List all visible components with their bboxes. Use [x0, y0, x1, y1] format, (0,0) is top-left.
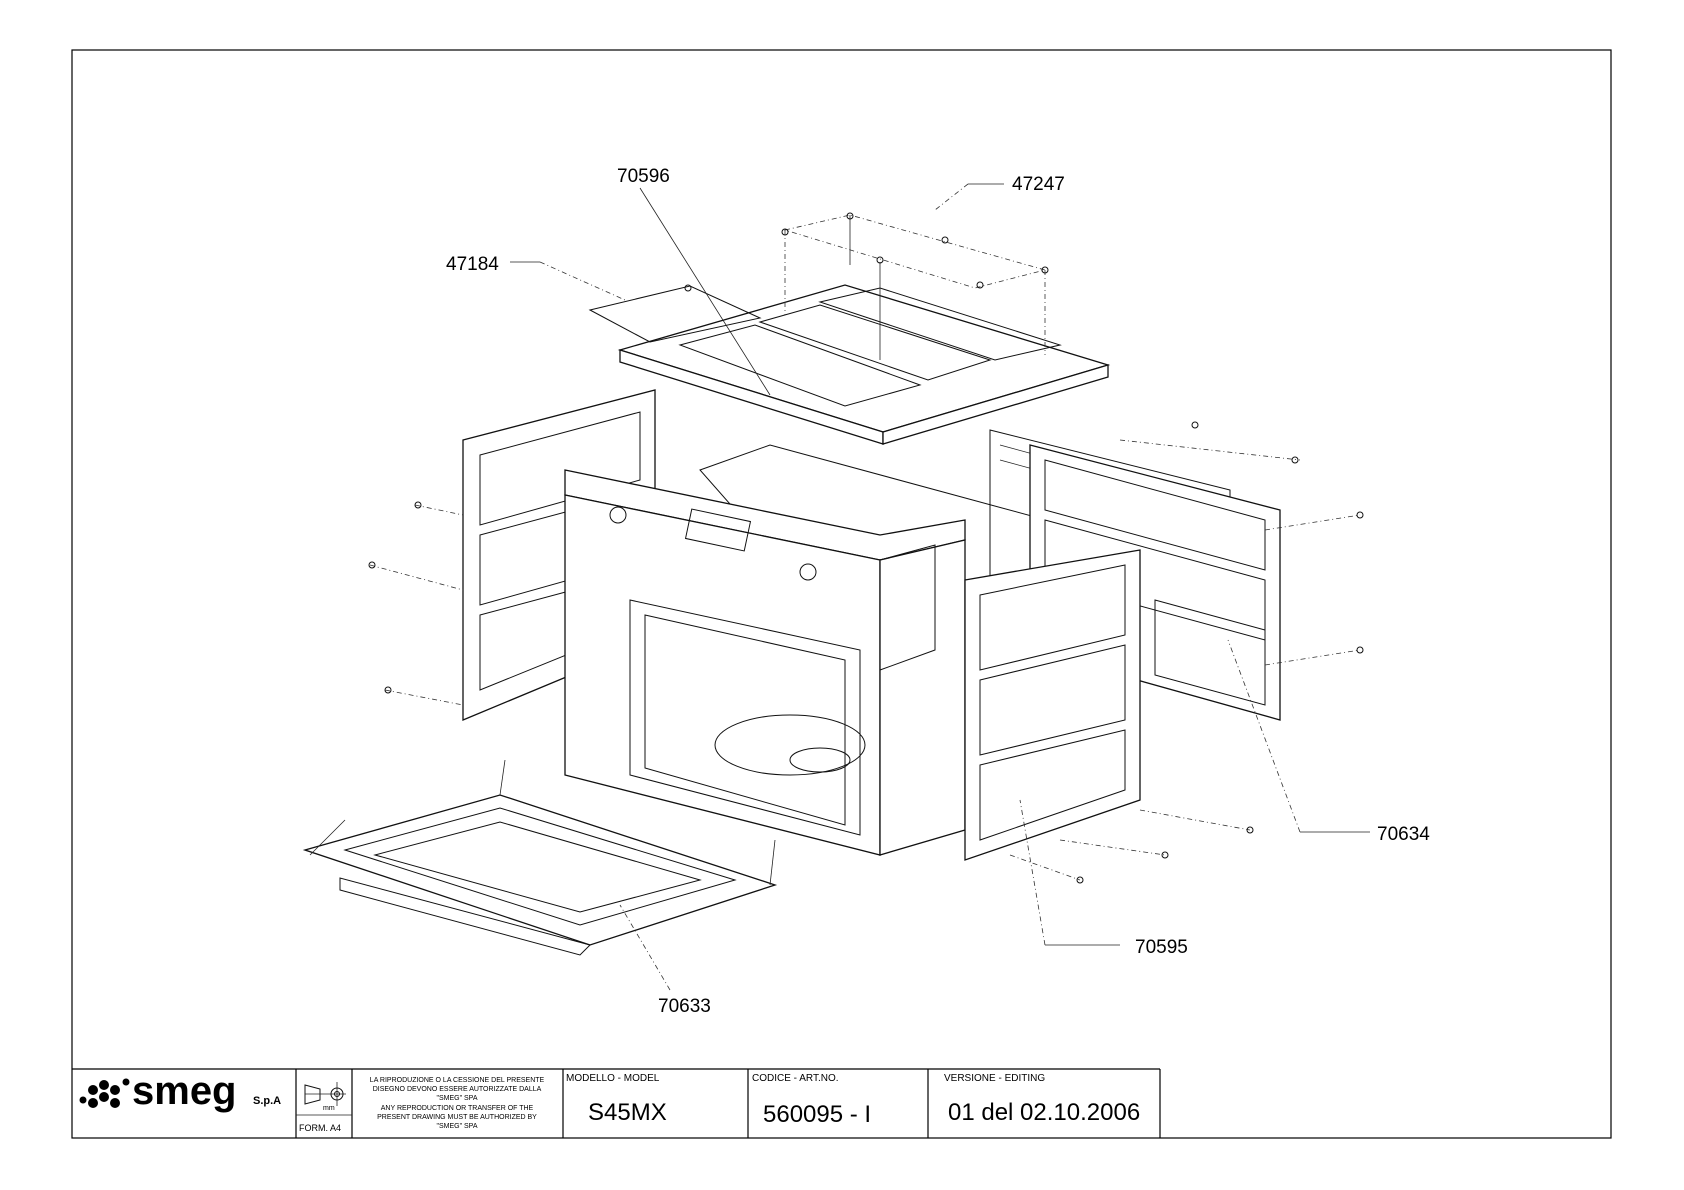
top-bracket: [684, 212, 1049, 360]
smeg-logo: smeg S.p.A: [79, 1069, 281, 1113]
notice-en-line-1: ANY REPRODUCTION OR TRANSFER OF THE: [381, 1105, 534, 1112]
model-value: S45MX: [588, 1099, 667, 1126]
part-label-47184: 47184: [446, 254, 499, 275]
part-label-70634: 70634: [1377, 824, 1430, 845]
logo-suffix: S.p.A: [253, 1095, 281, 1107]
part-label-70595: 70595: [1135, 937, 1188, 958]
model-header: MODELLO - MODEL: [566, 1073, 660, 1084]
front-side-panel: [964, 549, 1254, 884]
version-header: VERSIONE - EDITING: [944, 1073, 1045, 1084]
oven-body: [564, 469, 966, 856]
projection-symbol-icon: [304, 1082, 346, 1106]
code-value: 560095 - I: [763, 1101, 871, 1128]
title-block: smeg S.p.A mm FORM. A4 LA RIPRODUZIONE O…: [72, 1068, 1161, 1138]
part-label-47247: 47247: [1012, 174, 1065, 195]
format-label: FORM. A4: [299, 1123, 341, 1133]
notice-en-line-3: "SMEG" SPA: [436, 1123, 477, 1130]
notice-it-line-2: DISEGNO DEVONO ESSERE AUTORIZZATE DALLA: [373, 1086, 542, 1093]
notice-en-line-2: PRESENT DRAWING MUST BE AUTHORIZED BY: [377, 1114, 537, 1121]
unit-symbol: mm: [323, 1105, 335, 1112]
version-value: 01 del 02.10.2006: [948, 1099, 1140, 1126]
drawing-frame: [71, 49, 1612, 1139]
logo-wordmark: smeg: [132, 1069, 237, 1113]
notice-it-line-1: LA RIPRODUZIONE O LA CESSIONE DEL PRESEN…: [370, 1077, 545, 1084]
part-label-70596: 70596: [617, 166, 670, 187]
exploded-assembly-drawing: 70596 47247 47184 70634 70595 70633: [302, 166, 1430, 1017]
top-cover-plate: [588, 284, 1111, 445]
part-label-70633: 70633: [658, 996, 711, 1017]
code-header: CODICE - ART.NO.: [752, 1073, 839, 1084]
notice-it-line-3: "SMEG" SPA: [436, 1095, 477, 1102]
leader-lines: [510, 183, 1370, 991]
oven-door: [302, 759, 778, 956]
